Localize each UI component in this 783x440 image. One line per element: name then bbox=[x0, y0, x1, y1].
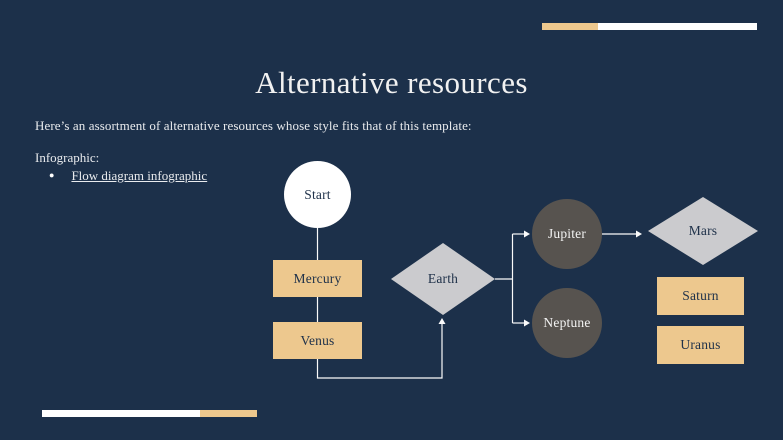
flow-node-start: Start bbox=[284, 161, 351, 228]
flow-node-mercury-label: Mercury bbox=[293, 270, 342, 286]
flow-node-jupiter-label: Jupiter bbox=[547, 226, 587, 241]
progress-bar-top-white-segment bbox=[598, 23, 757, 30]
flow-node-start-label: Start bbox=[304, 186, 331, 202]
progress-bar-bottom bbox=[42, 410, 257, 417]
flow-node-neptune: Neptune bbox=[532, 288, 602, 358]
progress-bar-bottom-white-segment bbox=[42, 410, 200, 417]
flow-node-jupiter: Jupiter bbox=[532, 199, 602, 269]
flow-node-neptune-label: Neptune bbox=[543, 315, 591, 330]
connector-earth-branch bbox=[495, 234, 514, 323]
bullet-icon: ● bbox=[49, 170, 55, 180]
section-label: Infographic: bbox=[35, 150, 100, 165]
bullet-list-item: ● Flow diagram infographic bbox=[49, 168, 207, 184]
flow-node-uranus: Uranus bbox=[657, 326, 744, 364]
progress-bar-top bbox=[542, 23, 757, 30]
flow-node-venus: Venus bbox=[273, 322, 362, 359]
flow-diagram-infographic-link[interactable]: Flow diagram infographic bbox=[71, 168, 208, 183]
flow-node-mercury: Mercury bbox=[273, 260, 362, 297]
flow-node-venus-label: Venus bbox=[300, 332, 335, 348]
connector-venus-earth bbox=[316, 318, 446, 379]
progress-bar-bottom-tan-segment bbox=[200, 410, 257, 417]
flow-node-mars-label: Mars bbox=[688, 223, 718, 238]
flow-node-saturn: Saturn bbox=[657, 277, 744, 315]
progress-bar-top-tan-segment bbox=[542, 23, 598, 30]
intro-text: Here’s an assortment of alternative reso… bbox=[35, 118, 472, 133]
slide-title: Alternative resources bbox=[255, 64, 528, 100]
flow-node-saturn-label: Saturn bbox=[682, 288, 719, 303]
flow-node-uranus-label: Uranus bbox=[680, 337, 721, 352]
flow-node-earth-label: Earth bbox=[427, 271, 459, 286]
